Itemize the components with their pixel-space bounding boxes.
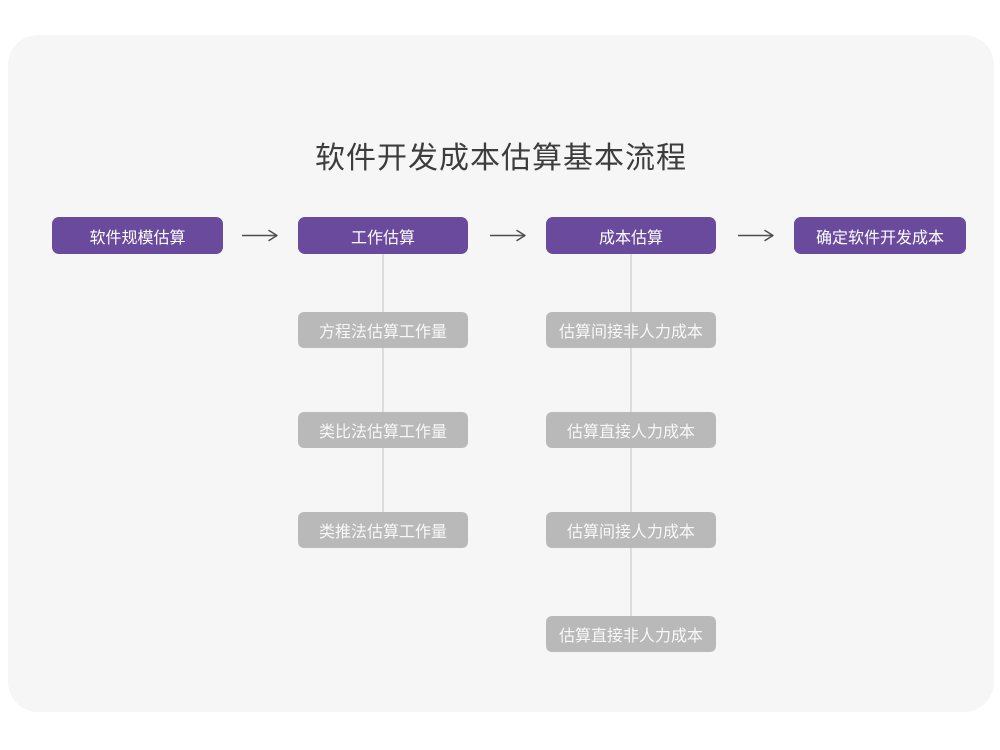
stage-label: 确定软件开发成本 bbox=[815, 229, 944, 247]
sub-node-label: 类推法估算工作量 bbox=[318, 524, 447, 541]
stage-node-scale-estimation: 软件规模估算 bbox=[52, 217, 223, 254]
effort-method-node: 类比法估算工作量 bbox=[298, 412, 468, 448]
cost-item-node: 估算间接人力成本 bbox=[546, 512, 716, 548]
connector-line-effort bbox=[382, 254, 384, 531]
sub-node-label: 估算直接人力成本 bbox=[566, 424, 695, 441]
cost-item-node: 估算间接非人力成本 bbox=[546, 312, 716, 348]
stage-node-final-cost: 确定软件开发成本 bbox=[794, 217, 966, 254]
sub-node-label: 类比法估算工作量 bbox=[318, 424, 447, 441]
right-arrow-icon bbox=[241, 229, 279, 242]
cost-item-node: 估算直接非人力成本 bbox=[546, 616, 716, 652]
stage-label: 工作估算 bbox=[350, 229, 415, 247]
flowchart-card: 软件开发成本估算基本流程 软件规模估算 工作估算 成本估算 确定软件开发成本 bbox=[8, 35, 994, 712]
sub-node-label: 方程法估算工作量 bbox=[318, 324, 447, 341]
sub-node-label: 估算直接非人力成本 bbox=[558, 628, 703, 645]
effort-method-node: 类推法估算工作量 bbox=[298, 512, 468, 548]
right-arrow-icon bbox=[737, 229, 775, 242]
effort-method-node: 方程法估算工作量 bbox=[298, 312, 468, 348]
stage-node-effort-estimation: 工作估算 bbox=[298, 217, 468, 254]
sub-node-label: 估算间接非人力成本 bbox=[558, 324, 703, 341]
page-title: 软件开发成本估算基本流程 bbox=[315, 142, 687, 175]
right-arrow-icon bbox=[489, 229, 527, 242]
stage-label: 软件规模估算 bbox=[89, 229, 186, 247]
stage-label: 成本估算 bbox=[598, 229, 663, 247]
stage-node-cost-estimation: 成本估算 bbox=[546, 217, 716, 254]
sub-node-label: 估算间接人力成本 bbox=[566, 524, 695, 541]
cost-item-node: 估算直接人力成本 bbox=[546, 412, 716, 448]
